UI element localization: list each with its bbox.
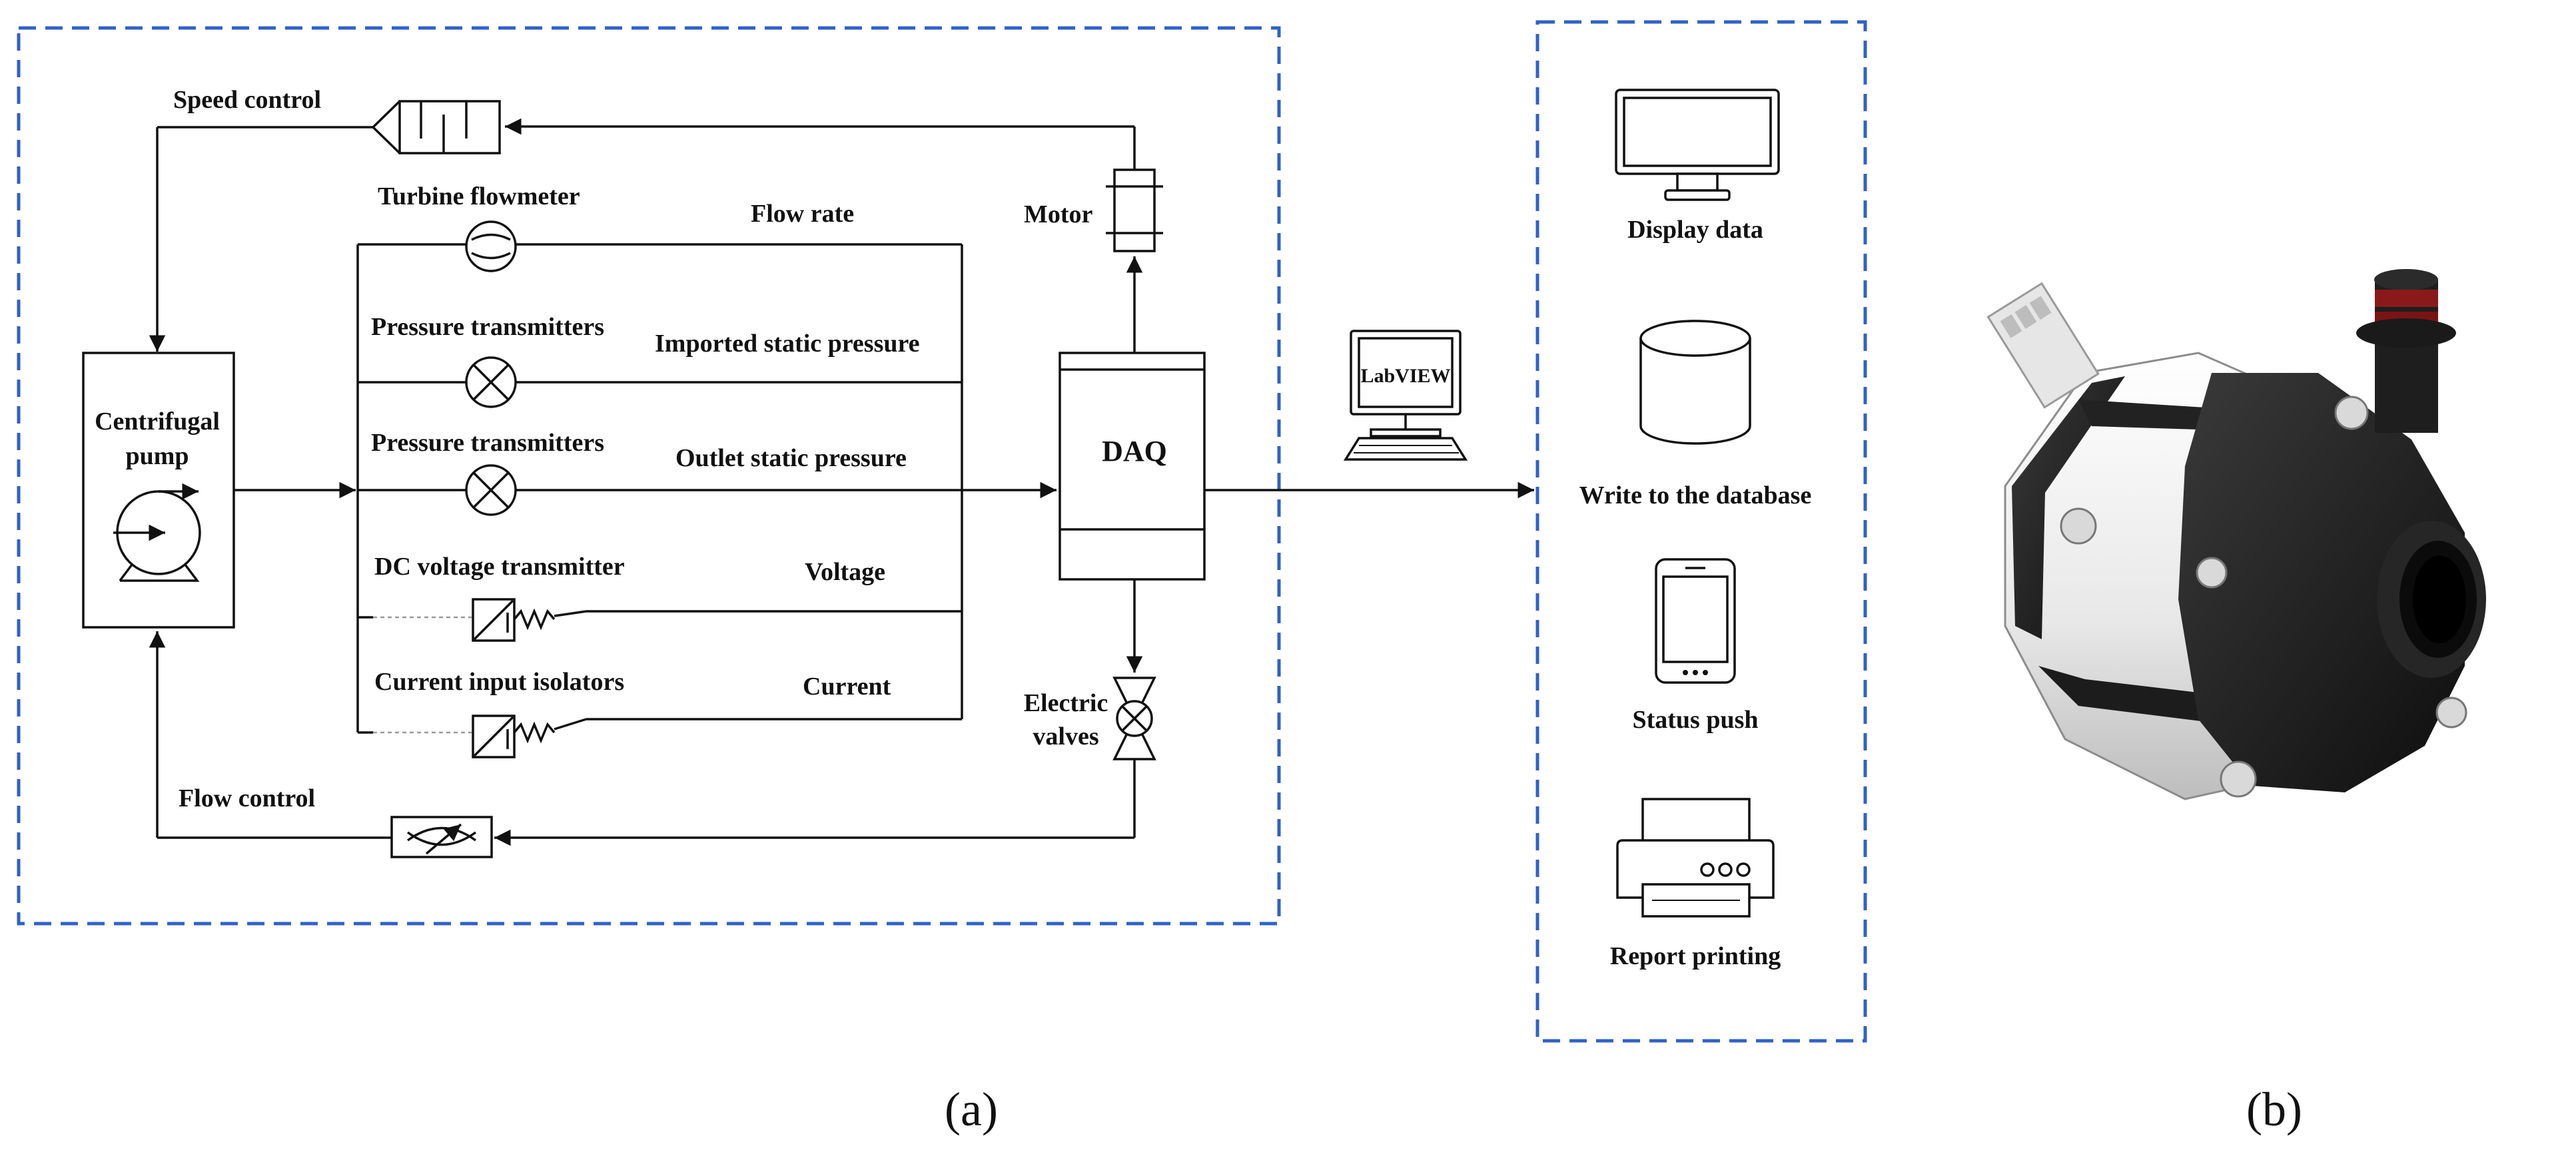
flow-rate-label: Flow rate <box>751 200 854 228</box>
inlet-pressure-transmitter-icon <box>465 356 517 408</box>
speed-control-label: Speed control <box>173 86 321 114</box>
current-label: Current <box>803 673 891 701</box>
turbine-flowmeter-icon <box>465 220 517 272</box>
daq-block: DAQ <box>1059 352 1206 581</box>
caption-b: (b) <box>2246 1083 2302 1136</box>
pump-label: pump <box>125 442 189 470</box>
electric-label: Electric <box>1024 689 1108 717</box>
motor-block <box>1106 168 1163 252</box>
current-input-isolators-label: Current input isolators <box>374 668 624 696</box>
measurement-system-boundary <box>17 26 1281 926</box>
speed-controller-icon <box>371 100 501 154</box>
write-database-label: Write to the database <box>1579 481 1812 509</box>
centrifugal-label: Centrifugal <box>95 408 220 435</box>
database-icon <box>1639 320 1751 445</box>
voltage-label: Voltage <box>805 558 885 586</box>
pump-symbol-icon <box>113 483 201 582</box>
current-input-isolator-icon <box>472 715 587 758</box>
report-printing-label: Report printing <box>1610 942 1781 970</box>
motor-label: Motor <box>1024 200 1093 228</box>
software-functions-boundary <box>1535 20 1867 1043</box>
turbine-flowmeter-label: Turbine flowmeter <box>378 182 580 210</box>
daq-label: DAQ <box>1102 435 1167 467</box>
valves-label: valves <box>1033 722 1098 750</box>
labview-computer-icon <box>1343 330 1468 461</box>
status-push-label: Status push <box>1632 706 1758 734</box>
dc-voltage-transmitter-icon <box>472 598 587 642</box>
electric-valve-icon <box>1112 677 1156 760</box>
display-data-label: Display data <box>1627 216 1763 244</box>
flow-control-label: Flow control <box>179 784 315 812</box>
smartphone-icon <box>1655 558 1736 684</box>
pump-illustration <box>1986 269 2486 800</box>
flow-controller-icon <box>390 816 493 858</box>
monitor-icon <box>1615 89 1780 201</box>
outlet-static-pressure-label: Outlet static pressure <box>675 444 907 472</box>
centrifugal-pump-block: Centrifugal pump <box>82 352 235 629</box>
dc-voltage-transmitter-label: DC voltage transmitter <box>374 553 625 581</box>
imported-static-pressure-label: Imported static pressure <box>655 330 920 358</box>
caption-a: (a) <box>945 1083 998 1136</box>
outlet-pressure-transmitter-icon <box>465 464 517 516</box>
pressure-transmitters-label-2: Pressure transmitters <box>371 429 604 457</box>
pressure-transmitters-label-1: Pressure transmitters <box>371 313 604 341</box>
printer-icon <box>1616 798 1775 918</box>
labview-label: LabVIEW <box>1360 365 1450 387</box>
